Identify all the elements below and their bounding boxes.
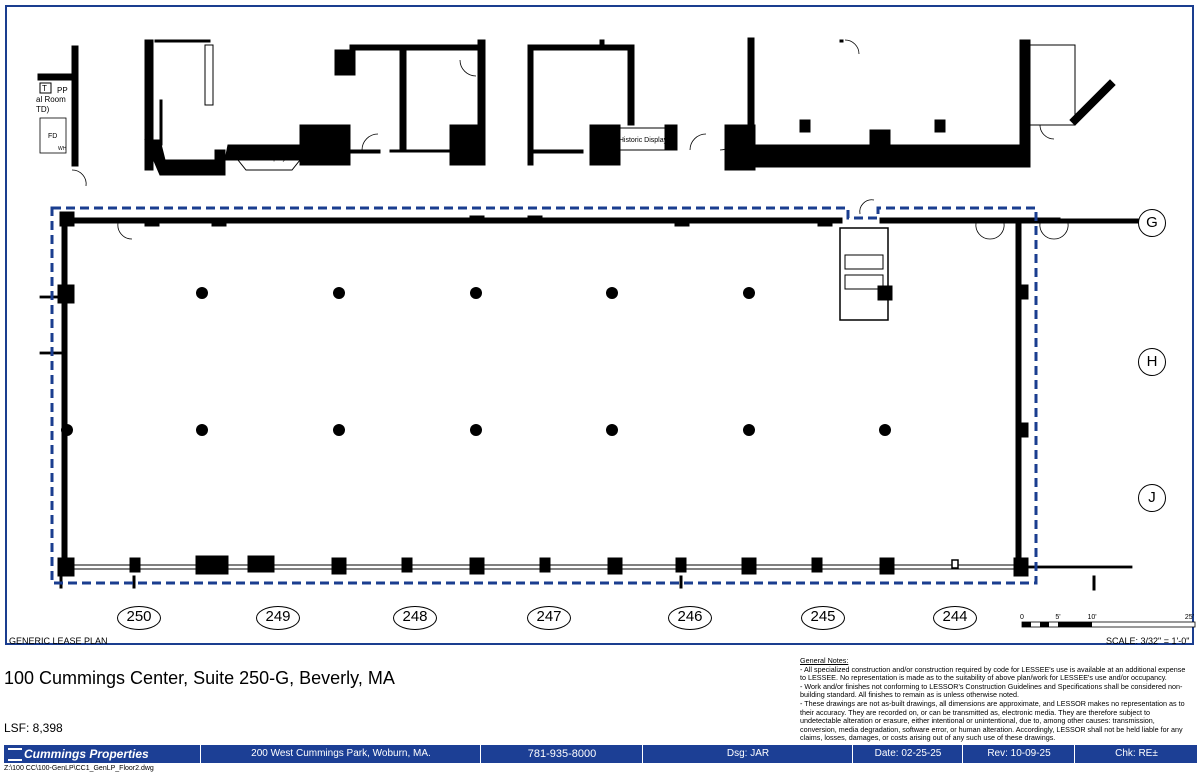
revision-date: Rev: 10-09-25: [962, 745, 1075, 763]
scale-tick-label: 5': [1055, 614, 1060, 621]
suite-address: 100 Cummings Center, Suite 250-G, Beverl…: [4, 668, 395, 688]
scale-tick-label: 0: [1020, 614, 1024, 621]
grid-label-j: J: [1138, 484, 1166, 512]
upper-rooms: [37, 37, 1116, 176]
brand-name: Cummings Properties: [24, 747, 149, 761]
bay-label-248: 248: [393, 606, 437, 630]
brand-logo: Cummings Properties: [4, 745, 204, 763]
sheet-border: [5, 5, 1194, 645]
scale-label: SCALE: 3/32" = 1'-0": [1106, 636, 1190, 646]
scale-tick-label: 25': [1185, 614, 1194, 621]
general-notes: General Notes: - All specialized constru…: [800, 656, 1193, 743]
checker-initials: Chk: RE±: [1074, 745, 1198, 763]
room-fragment-label: WH: [58, 146, 67, 152]
logo-icon: [8, 748, 22, 762]
interior-columns: [61, 287, 891, 436]
grid-label-g: G: [1138, 209, 1166, 237]
drawing-date: Date: 02-25-25: [852, 745, 963, 763]
lsf-value: LSF: 8,398: [4, 721, 63, 735]
note-item: - Work and/or finishes not conforming to…: [800, 681, 1183, 700]
bay-label-249: 249: [256, 606, 300, 630]
bay-label-246: 246: [668, 606, 712, 630]
footer-bar: Cummings Properties 200 West Cummings Pa…: [4, 745, 1197, 763]
suite-walls: [39, 211, 1141, 591]
room-fragment-label: TD): [36, 105, 50, 114]
office-address: 200 West Cummings Park, Woburn, MA.: [200, 745, 481, 763]
room-fragment-label: FD: [48, 133, 57, 140]
suite-boundary-outline: [50, 206, 1038, 585]
room-fragment-label: PP: [57, 86, 68, 95]
sheet-type-label: GENERIC LEASE PLAN: [9, 636, 108, 646]
file-path: Z:\100 CC\100-GenLP\CC1_GenLP_Floor2.dwg: [4, 765, 154, 772]
designer-initials: Dsg: JAR: [642, 745, 853, 763]
room-fragment-label: T: [42, 84, 47, 93]
bay-label-250: 250: [117, 606, 161, 630]
historic-display-label: Historic Display: [238, 155, 287, 162]
floor-plan-drawing: Historic Display Historic Display PP T a…: [36, 37, 1196, 628]
notes-heading: General Notes:: [800, 656, 849, 665]
office-phone: 781-935-8000: [480, 745, 643, 763]
bay-label-244: 244: [933, 606, 977, 630]
note-item: - All specialized construction and/or co…: [800, 664, 1186, 683]
scale-tick-label: 10': [1087, 614, 1096, 621]
bay-label-247: 247: [527, 606, 571, 630]
scale-bar: 0 5' 10' 25': [1020, 614, 1196, 628]
grid-label-h: H: [1138, 348, 1166, 376]
bay-label-245: 245: [801, 606, 845, 630]
door-swings: [71, 39, 1069, 240]
note-item: - These drawings are not as-built drawin…: [800, 698, 1185, 743]
historic-display-label: Historic Display: [619, 137, 668, 144]
room-fragment-label: al Room: [36, 95, 66, 104]
